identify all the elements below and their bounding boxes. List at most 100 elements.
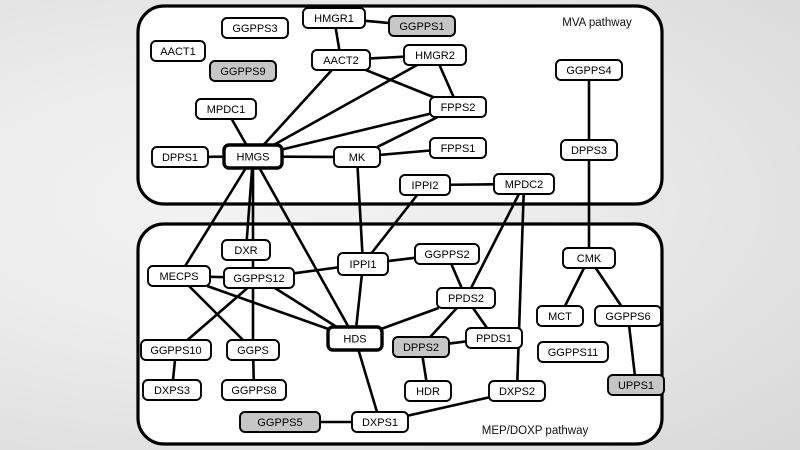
node-GGPPS11[interactable]: GGPPS11 <box>537 341 609 363</box>
edge-GGPPS2-PPDS2 <box>450 263 463 289</box>
edge-FPPS2-MK <box>376 115 439 149</box>
node-AACT1[interactable]: AACT1 <box>150 40 206 62</box>
node-HDS[interactable]: HDS <box>326 325 384 352</box>
node-GGPPS3[interactable]: GGPPS3 <box>221 17 289 39</box>
node-HDR[interactable]: HDR <box>404 380 452 402</box>
node-AACT2[interactable]: AACT2 <box>311 49 371 71</box>
node-GGPPS2[interactable]: GGPPS2 <box>414 243 480 265</box>
edge-HMGS-DXR <box>245 167 254 241</box>
pathway-caption-mep: MEP/DOXP pathway <box>482 425 589 437</box>
node-box-HMGS <box>222 143 284 170</box>
node-label-MK: MK <box>349 152 366 164</box>
node-GGPPS12[interactable]: GGPPS12 <box>223 267 295 289</box>
edge-IPPI1-GGPPS2 <box>387 256 416 263</box>
edge-CMK-MCT <box>563 267 586 307</box>
node-box-CMK <box>562 247 616 269</box>
node-UPPS1[interactable]: UPPS1 <box>607 374 665 396</box>
node-PPDS1[interactable]: PPDS1 <box>465 327 523 349</box>
node-label-FPPS2: FPPS2 <box>441 102 476 114</box>
node-IPPI1[interactable]: IPPI1 <box>337 252 389 276</box>
node-label-GGPPS6: GGPPS6 <box>605 311 650 323</box>
node-GGPS[interactable]: GGPS <box>226 339 280 361</box>
node-label-GGPPS12: GGPPS12 <box>233 273 284 285</box>
node-GGPPS10[interactable]: GGPPS10 <box>140 339 212 361</box>
node-box-FPPS1 <box>429 137 487 159</box>
edge-GGPPS12-IPPI1 <box>293 266 339 275</box>
edge-HMGS-MECPS <box>184 167 247 267</box>
edge-IPPI2-IPPI1 <box>370 194 419 254</box>
node-label-DPPS3: DPPS3 <box>571 145 607 157</box>
edge-FPPS1-MK <box>379 149 431 157</box>
node-label-GGPPS2: GGPPS2 <box>424 249 469 261</box>
node-box-DPPS3 <box>560 139 618 161</box>
node-label-GGPPS5: GGPPS5 <box>257 417 302 429</box>
node-DXR[interactable]: DXR <box>221 239 271 261</box>
node-box-DXPS3 <box>142 379 202 401</box>
node-CMK[interactable]: CMK <box>562 247 616 269</box>
edge-AACT2-HMGR2 <box>369 55 405 60</box>
node-box-AACT2 <box>311 49 371 71</box>
node-box-GGPPS8 <box>221 379 287 401</box>
node-GGPPS1[interactable]: GGPPS1 <box>388 15 456 37</box>
node-FPPS2[interactable]: FPPS2 <box>429 96 487 118</box>
node-label-HMGS: HMGS <box>237 152 270 164</box>
node-box-GGPPS5 <box>239 411 321 433</box>
edge-HMGS-HDS <box>258 167 350 328</box>
node-DPPS2[interactable]: DPPS2 <box>392 336 450 358</box>
node-box-MCT <box>536 305 584 327</box>
node-label-DPPS2: DPPS2 <box>403 342 439 354</box>
node-label-AACT1: AACT1 <box>160 46 195 58</box>
node-MK[interactable]: MK <box>333 146 381 168</box>
edge-MPDC1-HMGS <box>230 118 248 146</box>
node-HMGS[interactable]: HMGS <box>222 143 284 170</box>
edge-CMK-GGPPS6 <box>594 267 623 307</box>
node-GGPPS6[interactable]: GGPPS6 <box>594 305 662 327</box>
node-box-FPPS2 <box>429 96 487 118</box>
edge-GGPPS10-DXPS3 <box>171 359 177 381</box>
node-box-GGPPS2 <box>414 243 480 265</box>
node-MPDC2[interactable]: MPDC2 <box>493 173 555 195</box>
node-DPPS3[interactable]: DPPS3 <box>560 139 618 161</box>
node-HMGR1[interactable]: HMGR1 <box>302 7 366 29</box>
node-box-DXR <box>221 239 271 261</box>
node-label-DXPS3: DXPS3 <box>154 385 190 397</box>
node-IPPI2[interactable]: IPPI2 <box>399 174 451 196</box>
node-box-GGPPS12 <box>223 267 295 289</box>
node-box-GGPPS11 <box>537 341 609 363</box>
node-label-GGPPS10: GGPPS10 <box>150 345 201 357</box>
node-DXPS3[interactable]: DXPS3 <box>142 379 202 401</box>
edge-MECPS-GGPS <box>188 285 244 341</box>
node-FPPS1[interactable]: FPPS1 <box>429 137 487 159</box>
node-box-PPDS1 <box>465 327 523 349</box>
node-GGPPS4[interactable]: GGPPS4 <box>555 59 623 81</box>
node-DXPS1[interactable]: DXPS1 <box>351 411 409 433</box>
edge-PPDS2-PPDS1 <box>471 307 489 329</box>
node-MCT[interactable]: MCT <box>536 305 584 327</box>
node-HMGR2[interactable]: HMGR2 <box>403 44 467 66</box>
node-GGPPS9[interactable]: GGPPS9 <box>209 60 277 82</box>
node-label-UPPS1: UPPS1 <box>618 380 654 392</box>
node-DXPS2[interactable]: DXPS2 <box>488 380 546 402</box>
node-MECPS[interactable]: MECPS <box>147 265 211 287</box>
edge-HMGR1-AACT2 <box>334 27 341 51</box>
node-label-AACT2: AACT2 <box>323 55 358 67</box>
node-label-IPPI1: IPPI1 <box>350 259 377 271</box>
edge-DPPS2-PPDS1 <box>448 340 467 345</box>
node-box-GGPPS6 <box>594 305 662 327</box>
node-DPPS1[interactable]: DPPS1 <box>151 146 209 168</box>
node-label-PPDS2: PPDS2 <box>448 293 484 305</box>
edge-GGPPS12-GGPPS10 <box>186 287 249 341</box>
node-PPDS2[interactable]: PPDS2 <box>436 287 496 309</box>
node-GGPPS8[interactable]: GGPPS8 <box>221 379 287 401</box>
node-label-MCT: MCT <box>548 311 572 323</box>
node-MPDC1[interactable]: MPDC1 <box>195 98 257 120</box>
node-box-GGPPS1 <box>388 15 456 37</box>
node-label-DXPS1: DXPS1 <box>362 417 398 429</box>
node-GGPPS5[interactable]: GGPPS5 <box>239 411 321 433</box>
edge-PPDS2-HDS <box>381 306 440 330</box>
edge-AACT2-FPPS2 <box>365 68 434 99</box>
